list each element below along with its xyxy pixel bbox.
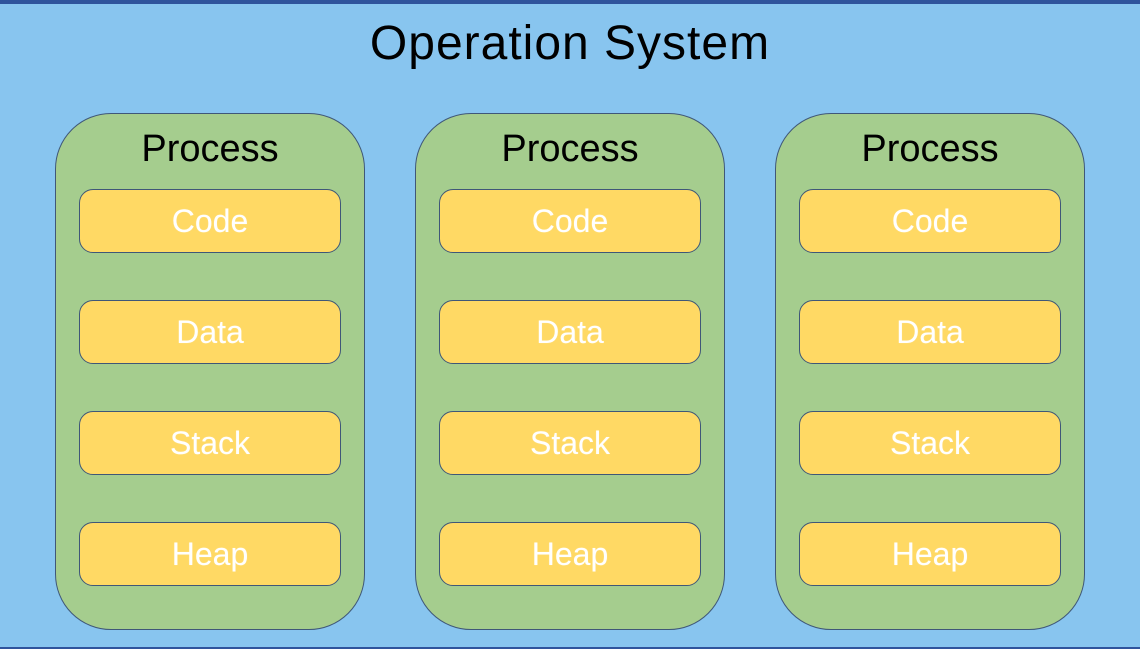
segment-code: Code [79, 189, 341, 253]
segment-data: Data [79, 300, 341, 364]
process-box-1: Process Code Data Stack Heap [55, 113, 365, 630]
segment-data: Data [439, 300, 701, 364]
segment-stack: Code Data Stack Heap [416, 189, 724, 586]
segment-heap: Heap [439, 522, 701, 586]
process-title: Process [861, 128, 999, 170]
process-row: Process Code Data Stack Heap Process Cod… [55, 113, 1085, 630]
segment-code: Code [439, 189, 701, 253]
top-border-bar [0, 0, 1140, 4]
process-title: Process [501, 128, 639, 170]
segment-data: Data [799, 300, 1061, 364]
process-box-3: Process Code Data Stack Heap [775, 113, 1085, 630]
segment-heap: Heap [799, 522, 1061, 586]
process-title: Process [141, 128, 279, 170]
segment-stack: Code Data Stack Heap [776, 189, 1084, 586]
segment-code: Code [799, 189, 1061, 253]
segment-heap: Heap [79, 522, 341, 586]
process-box-2: Process Code Data Stack Heap [415, 113, 725, 630]
bottom-border-bar [0, 647, 1140, 649]
segment-stack-item: Stack [439, 411, 701, 475]
segment-stack-item: Stack [79, 411, 341, 475]
segment-stack: Code Data Stack Heap [56, 189, 364, 586]
segment-stack-item: Stack [799, 411, 1061, 475]
diagram-title: Operation System [369, 17, 771, 70]
